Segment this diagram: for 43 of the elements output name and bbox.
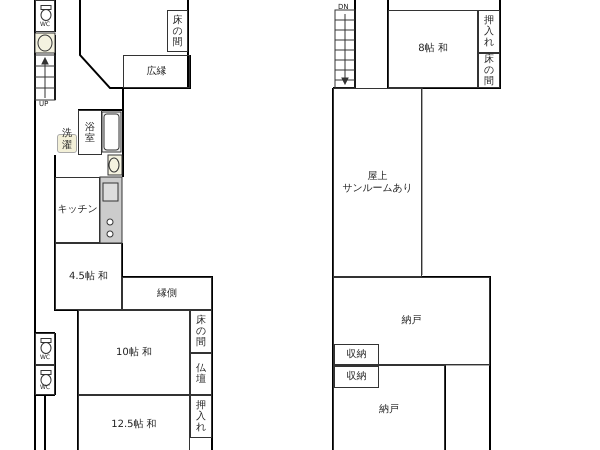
room-label: 納戸 [402,315,422,327]
room [333,365,445,450]
closet-room [78,110,102,155]
room-label: 押入れ [484,15,494,48]
room-label: 床の間 [196,315,206,348]
room-label: 床の間 [172,14,182,48]
room [334,366,379,388]
room [78,395,190,450]
room-label: 納戸 [379,404,399,416]
closet-room [478,10,500,53]
room [78,310,190,395]
room-label: 縁側 [157,288,177,300]
room-label: 床の間 [484,54,494,87]
room [55,177,100,243]
room [122,277,212,310]
room-label: 8帖 和 [418,43,448,55]
toilet-room [35,0,55,32]
room [333,88,422,277]
room-label: 12.5帖 和 [111,419,157,431]
toilet-room [35,333,55,365]
room-label: 収納 [346,371,366,383]
room-label: 広縁 [146,66,166,78]
closet-room [190,353,212,395]
closet-room [190,395,212,438]
room [333,277,490,365]
room-label: 洗濯 [61,128,73,152]
toilet-room [35,365,55,395]
room [388,10,478,88]
room [334,344,379,366]
closet-room [478,53,500,88]
room-label: 屋上 [368,170,388,182]
room-label: 10帖 和 [116,346,152,358]
room [55,243,122,310]
room-label: 4.5帖 和 [68,270,108,282]
room-label: 仏壇 [196,363,206,385]
closet-room [167,10,188,52]
room-label: 浴室 [85,122,95,144]
room-label: サンルームあり [342,182,412,194]
closet-room [190,310,212,353]
room-label: 押入れ [196,400,206,433]
room-label: 収納 [346,349,366,361]
room-label: キッチン [58,204,98,216]
room [123,55,190,88]
